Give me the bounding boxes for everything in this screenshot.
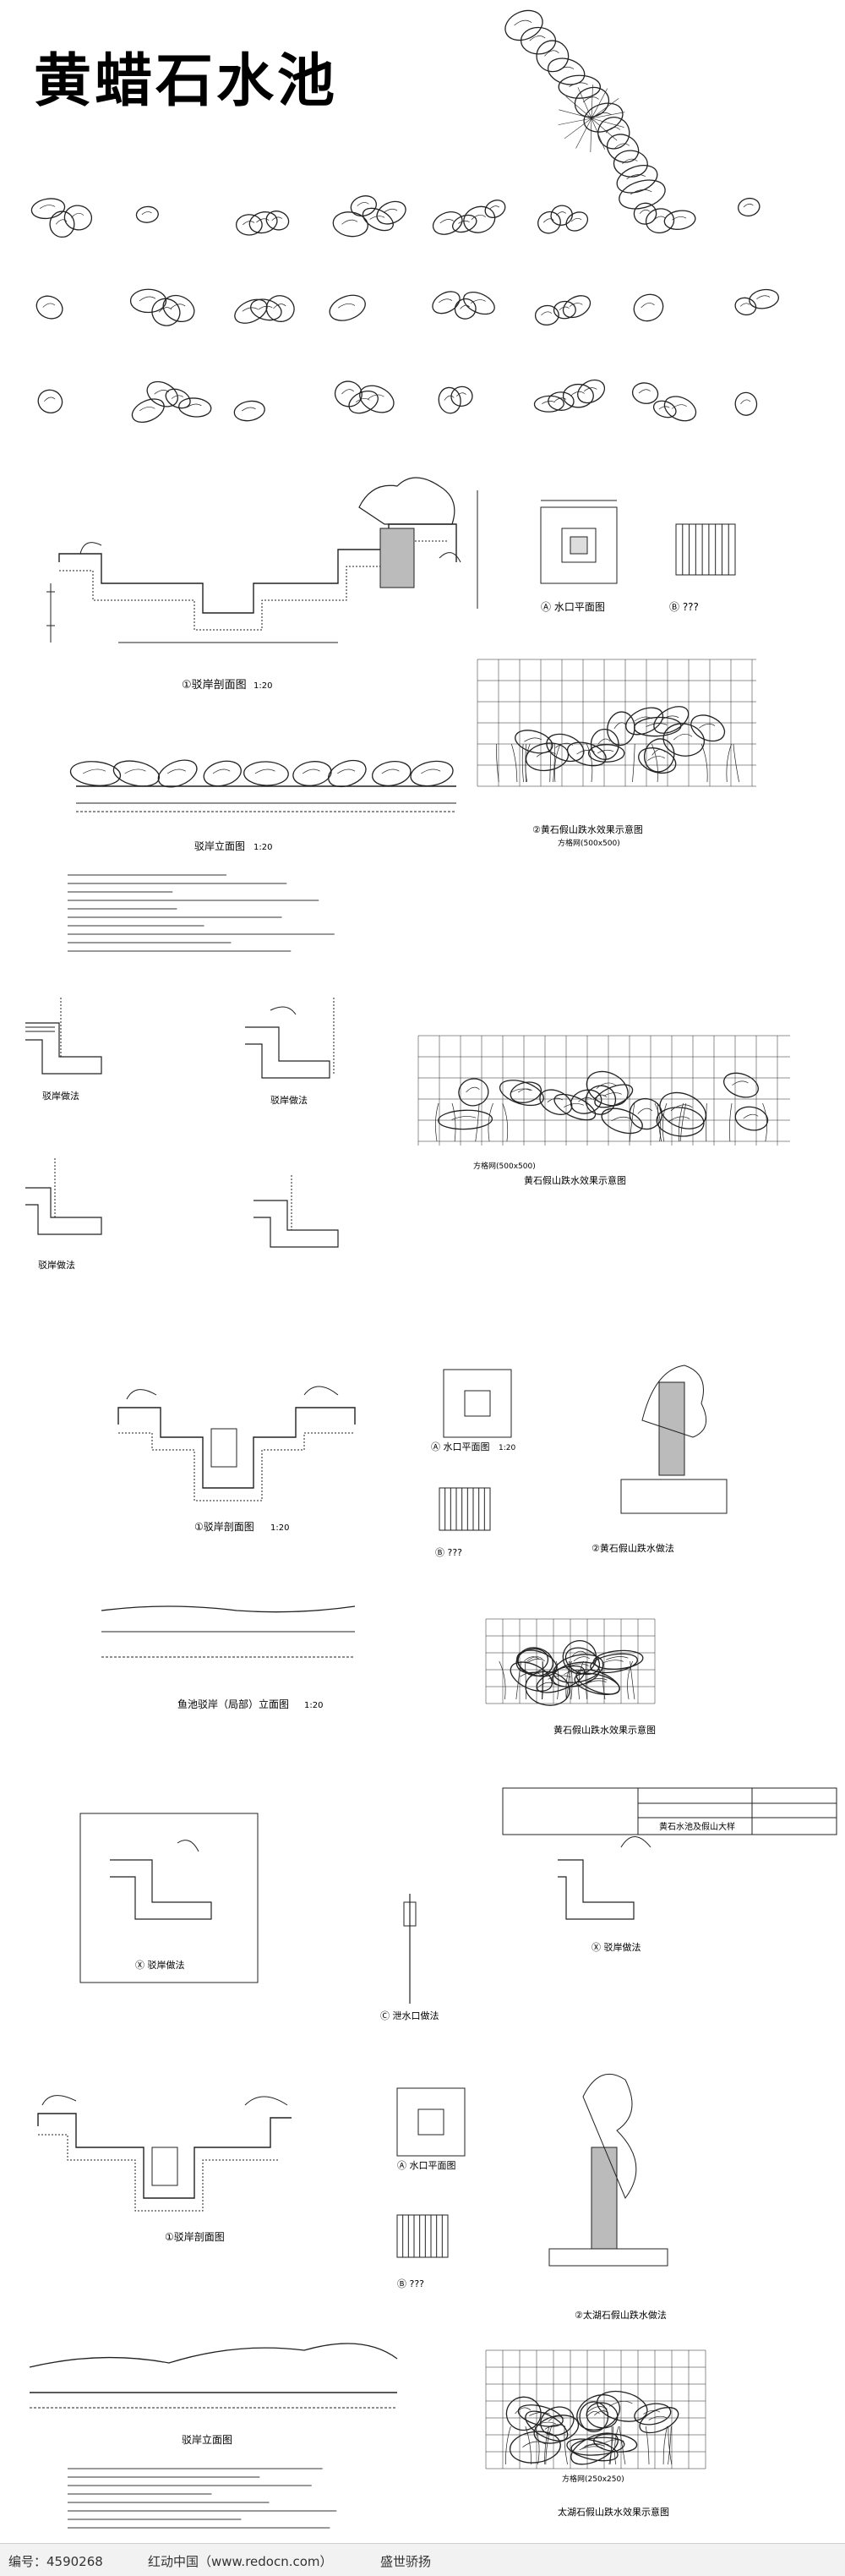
side-section3-label: ②太湖石假山跌水做法 [575,2309,667,2321]
detail-small-c [25,1158,102,1235]
section-detail-1 [46,477,478,643]
section-detail-2 [117,1386,356,1501]
footer-site[interactable]: 红动中国（www.redocn.com） [148,2554,333,2569]
section1-scale: 1:20 [254,681,272,691]
rockery-grid-2 [417,1035,790,1146]
elevation2-label: 鱼池驳岸（局部）立面图 [177,1698,289,1710]
stone-catalog-group [30,195,779,424]
detail-x2-label: Ⓧ 驳岸做法 [592,1941,641,1953]
side-section2-label: ②黄石假山跌水做法 [592,1542,674,1554]
rockery-grid-3 [485,1618,656,1706]
detail-c-drain [403,1894,417,2004]
section2-scale: 1:20 [270,1523,289,1533]
detail-small-a [25,998,102,1075]
rockery-grid-4 [485,2349,706,2469]
stone-arc-group [504,9,666,210]
side-section-2 [620,1365,728,1514]
footer-id: 编号：4590268 [8,2554,103,2569]
detail-x1-label: Ⓧ 驳岸做法 [135,1959,185,1971]
plan-b-2 [439,1487,491,1531]
footer-bar: 编号：4590268 红动中国（www.redocn.com） 盛世骄扬 [0,2543,845,2576]
footer-author: 盛世骄扬 [380,2554,432,2569]
elevation-2 [101,1605,356,1658]
elevation2-scale: 1:20 [304,1701,323,1710]
project-name: 黄石水池及假山大样 [659,1821,735,1832]
notes-block-2 [68,2468,337,2529]
detail-a-label: 驳岸做法 [42,1090,79,1102]
detail-small-d [254,1175,339,1248]
plan-b2-label: Ⓑ ??? [435,1547,462,1558]
section3-label: ①驳岸剖面图 [165,2231,225,2243]
plan-b1-label: Ⓑ ??? [669,601,699,613]
title-block [502,1787,837,1835]
detail-b-label: 驳岸做法 [270,1094,308,1106]
elevation1-label: 驳岸立面图 [194,840,245,852]
rockery2-grid-note: 方格网(500x500) [473,1161,536,1171]
rockery1-label: ②黄石假山跌水效果示意图 [532,823,643,835]
plan-b-1 [675,523,736,576]
plan-a1-label: Ⓐ 水口平面图 [541,601,605,613]
rockery4-grid-note: 方格网(250x250) [562,2474,624,2484]
section-detail-3 [37,2095,292,2212]
rockery4-label: 太湖石假山跌水效果示意图 [558,2506,669,2518]
detail-x2 [558,1836,651,1920]
plan-a-1 [540,500,618,584]
section1-label: ①驳岸剖面图 [182,679,247,692]
detail-c-label: 驳岸做法 [38,1259,75,1271]
elevation3-label: 驳岸立面图 [182,2433,232,2446]
plan-a2-label: Ⓐ 水口平面图 [431,1441,490,1452]
rockery2-label: 黄石假山跌水效果示意图 [524,1174,626,1186]
detail-c-label2: Ⓒ 泄水口做法 [380,2010,439,2021]
detail-frame-x1 [79,1813,259,1983]
plan-a3-label: Ⓐ 水口平面图 [397,2160,456,2171]
detail-small-b [245,998,335,1079]
plan-b-3 [396,2214,449,2258]
side-section-3 [548,2073,668,2267]
rockery3-label: 黄石假山跌水效果示意图 [553,1724,656,1736]
plan-a-3 [396,2087,466,2157]
sheet-title: 黄蜡石水池 [34,47,339,115]
elevation-3 [29,2343,398,2409]
rockery-grid-1 [477,659,756,787]
plan-a-2 [443,1369,512,1438]
elevation-1 [69,759,456,812]
notes-block-1 [68,874,335,952]
elevation1-scale: 1:20 [254,843,272,852]
section2-label: ①驳岸剖面图 [194,1521,254,1533]
plan-a2-scale: 1:20 [499,1444,515,1452]
plan-b3-label: Ⓑ ??? [397,2278,424,2289]
rockery1-grid-note: 方格网(500x500) [558,838,620,848]
